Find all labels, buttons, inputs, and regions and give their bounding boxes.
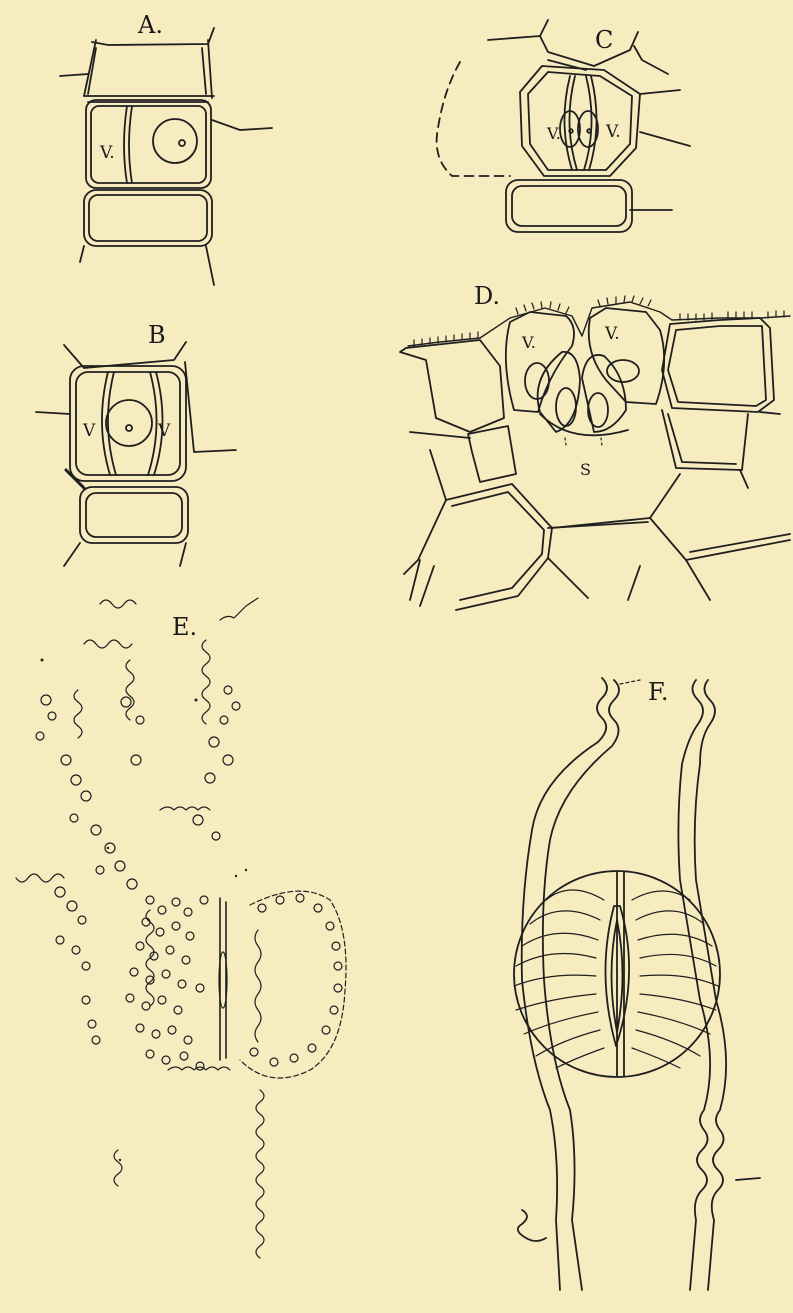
- figure-d-label: D.: [474, 282, 500, 310]
- figure-a: A. V.: [60, 11, 272, 285]
- figure-f-label: F.: [648, 678, 669, 706]
- figure-d: D.: [400, 282, 790, 610]
- figure-f: F.: [514, 678, 760, 1290]
- figure-c: C V. V.: [437, 20, 690, 232]
- figure-a-cells: [60, 28, 272, 285]
- figure-d-cells: [400, 296, 790, 610]
- figure-e-granules: [16, 598, 346, 1258]
- figure-b-annotation-v-right: V: [157, 421, 171, 441]
- figure-a-annotation-v: V.: [99, 143, 115, 163]
- figure-c-cells: [437, 20, 690, 232]
- figure-e-dots: [41, 659, 248, 1162]
- figure-a-label: A.: [137, 11, 163, 39]
- figure-e-label: E.: [172, 613, 197, 641]
- figure-d-annotation-v-right: V.: [604, 324, 620, 344]
- figure-b: B V V: [36, 321, 236, 566]
- figure-d-annotation-s: S: [580, 460, 591, 479]
- figure-f-cells: [514, 678, 760, 1290]
- figure-e: E.: [16, 598, 346, 1258]
- figure-b-cells: [36, 342, 236, 566]
- figure-c-label: C: [595, 26, 613, 54]
- figure-c-annotation-v-right: V.: [605, 122, 621, 142]
- figure-b-annotation-v-left: V: [82, 421, 96, 441]
- figure-d-annotation-v-left: V.: [521, 333, 536, 352]
- figure-c-annotation-v-left: V.: [546, 124, 561, 143]
- figure-b-label: B: [148, 321, 166, 349]
